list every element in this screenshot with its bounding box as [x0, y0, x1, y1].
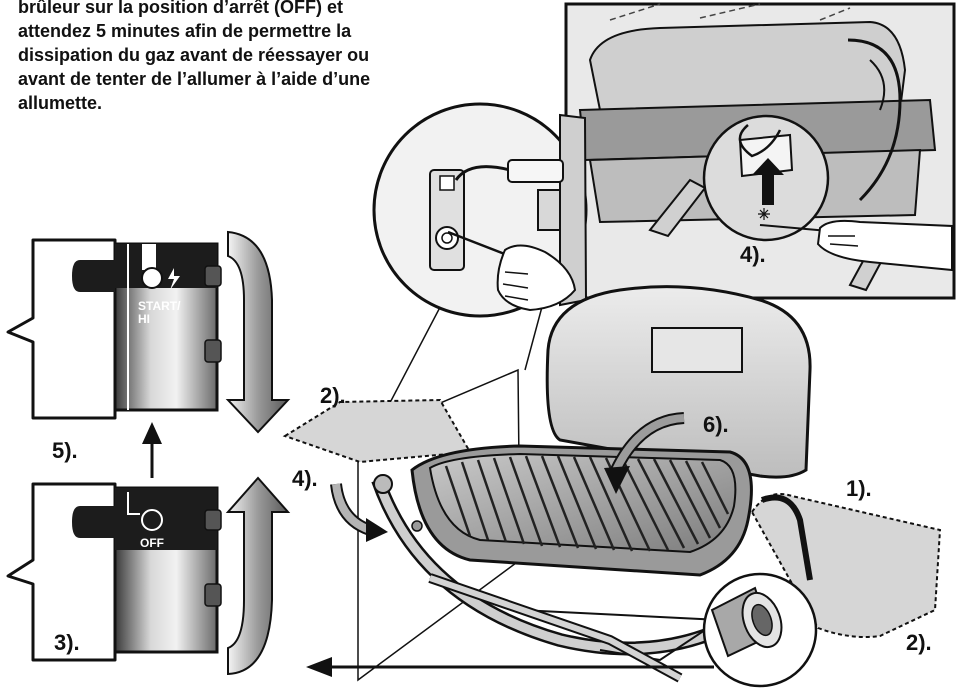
knob-off-label: OFF [140, 536, 164, 550]
knob-start-hi [6, 238, 222, 420]
magnifier-ignition-closeup [359, 102, 588, 461]
instruction-line: allumette. [18, 93, 103, 113]
instruction-line: brûleur sur la position d’arrêt (OFF) et [18, 0, 344, 17]
instruction-line: avant de tenter de l’allumer à l’aide d’… [18, 69, 371, 89]
instruction-line: attendez 5 minutes afin de permettre la [18, 21, 352, 41]
step-4-left-label: 4). [292, 466, 318, 491]
knob-off [6, 482, 222, 662]
step-2-right-label: 2). [906, 630, 932, 655]
instruction-text: brûleur sur la position d’arrêt (OFF) et… [18, 0, 458, 115]
instruction-line: dissipation du gaz avant de réessayer ou [18, 45, 370, 65]
up-arrow [142, 422, 162, 478]
left-long-arrow [306, 657, 714, 677]
grill-main [282, 285, 942, 688]
knob-start-label-line2: HI [138, 312, 150, 326]
rotate-arrow-up [225, 476, 291, 676]
grate-bars [444, 455, 730, 552]
knob-start-label-line1: START/ [138, 299, 181, 313]
inset-ignition-closeup [564, 2, 956, 300]
step-4-inset-label: 4). [740, 242, 766, 267]
step-1-label: 1). [846, 476, 872, 501]
knob-start-label: START/ HI [138, 300, 180, 326]
rotate-arrow-down [225, 230, 291, 434]
step-3-label: 3). [54, 630, 80, 655]
step-5-label: 5). [52, 438, 78, 463]
step-6-label: 6). [703, 412, 729, 437]
step-2-left-label: 2). [320, 383, 346, 408]
